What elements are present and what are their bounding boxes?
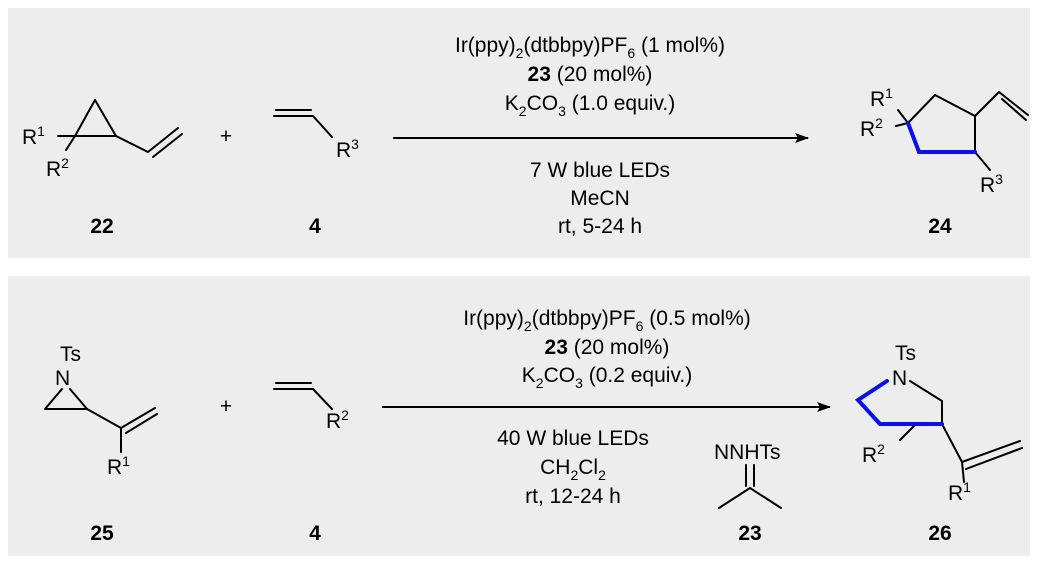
svg-text:Ts: Ts xyxy=(895,342,916,365)
svg-text:Ir(ppy)2(dtbbpy)PF6 (1 mol%): Ir(ppy)2(dtbbpy)PF6 (1 mol%) xyxy=(455,34,725,61)
plus-sign-1: + xyxy=(220,125,232,148)
svg-text:R1: R1 xyxy=(948,479,971,505)
plus-sign-2: + xyxy=(220,395,232,418)
svg-text:N: N xyxy=(55,367,70,390)
svg-text:23 (20 mol%): 23 (20 mol%) xyxy=(528,63,653,86)
svg-text:R2: R2 xyxy=(46,155,69,181)
compound-label-4-b: 4 xyxy=(309,522,321,545)
svg-text:R1: R1 xyxy=(107,453,130,479)
compound-label-22: 22 xyxy=(90,215,113,238)
svg-text:N: N xyxy=(892,367,907,390)
svg-text:R2: R2 xyxy=(862,441,885,467)
scheme1-conditions: Ir(ppy)2(dtbbpy)PF6 (1 mol%) 23 (20 mol%… xyxy=(393,34,809,238)
compound-label-4-a: 4 xyxy=(309,215,321,238)
compound-label-26: 26 xyxy=(928,522,951,545)
reactant-4-structure-b: R2 xyxy=(273,382,349,433)
svg-text:R2: R2 xyxy=(326,407,349,433)
svg-text:K2CO3 (1.0 equiv.): K2CO3 (1.0 equiv.) xyxy=(505,92,675,119)
reactant-4-structure: R3 xyxy=(273,109,359,162)
svg-text:K2CO3 (0.2 equiv.): K2CO3 (0.2 equiv.) xyxy=(522,364,692,391)
svg-text:R3: R3 xyxy=(980,171,1003,197)
scheme2-panel xyxy=(8,276,1030,556)
svg-text:MeCN: MeCN xyxy=(570,187,630,210)
svg-text:NNHTs: NNHTs xyxy=(714,441,781,464)
compound-label-24: 24 xyxy=(928,215,952,238)
catalyst-23-structure: NNHTs xyxy=(714,441,782,509)
svg-text:7 W blue LEDs: 7 W blue LEDs xyxy=(530,159,670,182)
svg-text:R1: R1 xyxy=(870,85,893,111)
svg-text:R1: R1 xyxy=(22,123,45,149)
compound-label-23: 23 xyxy=(738,522,761,545)
scheme1-panel xyxy=(8,8,1030,258)
svg-text:23 (20 mol%): 23 (20 mol%) xyxy=(545,336,670,359)
svg-text:CH2Cl2: CH2Cl2 xyxy=(540,456,606,483)
svg-text:R3: R3 xyxy=(336,136,359,162)
reactant-25-structure: Ts N R1 xyxy=(44,343,158,479)
scheme2-conditions: Ir(ppy)2(dtbbpy)PF6 (0.5 mol%) 23 (20 mo… xyxy=(382,307,831,508)
svg-text:rt, 5-24 h: rt, 5-24 h xyxy=(558,215,642,238)
svg-text:Ts: Ts xyxy=(60,343,81,366)
compound-label-25: 25 xyxy=(90,522,114,545)
svg-text:Ir(ppy)2(dtbbpy)PF6 (0.5 mol%): Ir(ppy)2(dtbbpy)PF6 (0.5 mol%) xyxy=(463,307,751,334)
product-26-structure: Ts N R2 R1 xyxy=(854,342,1023,505)
product-24-structure: R1 R2 R3 xyxy=(860,85,1029,197)
svg-text:R2: R2 xyxy=(860,115,883,141)
svg-text:40 W blue LEDs: 40 W blue LEDs xyxy=(497,427,649,450)
reactant-22-structure: R1 R2 xyxy=(22,99,183,181)
svg-text:rt, 12-24 h: rt, 12-24 h xyxy=(525,485,621,508)
